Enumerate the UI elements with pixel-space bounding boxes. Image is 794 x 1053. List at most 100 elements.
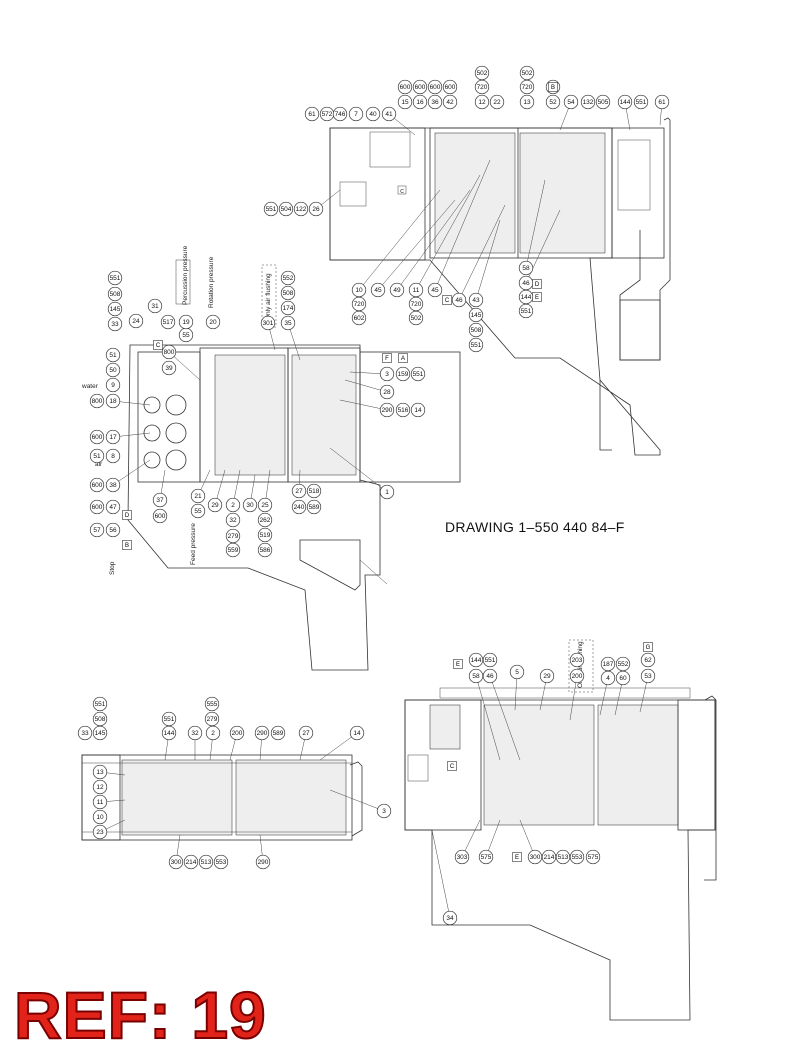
item-balloon-circle — [161, 360, 177, 376]
item-balloon-circle — [77, 725, 93, 741]
item-balloon-circle — [105, 499, 121, 515]
item-balloon: 144 — [518, 289, 534, 305]
leader-line — [344, 379, 388, 393]
item-balloon: 600 — [152, 508, 168, 524]
item-number: 17 — [109, 434, 117, 441]
item-number: 159 — [398, 371, 409, 378]
item-balloon: 39 — [161, 360, 177, 376]
item-number: 144 — [521, 294, 532, 301]
item-balloon-circle — [555, 849, 571, 865]
item-balloon-circle — [152, 508, 168, 524]
item-balloon: 58 — [468, 668, 484, 684]
item-number: 4 — [606, 675, 610, 682]
item-number: 36 — [431, 99, 439, 106]
item-number: 552 — [283, 275, 294, 282]
item-balloon-circle — [518, 303, 534, 319]
bottom-right-view — [404, 639, 717, 1021]
item-balloon: 3 — [376, 803, 392, 819]
item-balloon: 25 — [257, 497, 273, 513]
top-right-hydraulic-block — [434, 132, 516, 254]
item-balloon: 12 — [474, 94, 490, 110]
item-balloon-circle — [280, 300, 296, 316]
item-number: 25 — [261, 502, 269, 509]
item-balloon-circle — [105, 448, 121, 464]
item-balloon-circle — [257, 527, 273, 543]
item-number: 34 — [446, 915, 454, 922]
item-number: 589 — [309, 504, 320, 511]
item-balloon: 144 — [617, 94, 633, 110]
item-balloon: 517 — [160, 314, 176, 330]
item-balloon-circle — [569, 668, 585, 684]
item-balloon: 2 — [205, 725, 221, 741]
item-number: 290 — [257, 730, 268, 737]
air-label: air — [95, 461, 103, 468]
item-balloon-circle — [332, 106, 348, 122]
item-number: 61 — [308, 111, 316, 118]
view-letter-box — [447, 761, 457, 771]
item-number: 552 — [618, 661, 629, 668]
item-balloon: 508 — [468, 322, 484, 338]
item-number: 45 — [374, 287, 382, 294]
item-balloon: 600 — [89, 499, 105, 515]
item-number: 39 — [165, 365, 173, 372]
item-balloon: 290 — [254, 725, 270, 741]
item-balloon: 720 — [519, 79, 535, 95]
item-balloon-circle — [293, 201, 309, 217]
item-balloon-circle — [545, 94, 561, 110]
item-balloon-circle — [615, 656, 631, 672]
item-balloon: 145 — [92, 725, 108, 741]
item-balloon-circle — [92, 809, 108, 825]
item-balloon: 43 — [468, 292, 484, 308]
item-balloon: 262 — [257, 512, 273, 528]
item-number: 21 — [194, 493, 202, 500]
leader-line — [569, 675, 578, 721]
item-number: 800 — [164, 349, 175, 356]
item-balloon-circle — [442, 910, 458, 926]
item-number: 600 — [92, 504, 103, 511]
item-number: 240 — [294, 504, 305, 511]
item-balloon: 551 — [633, 94, 649, 110]
item-balloon: 279 — [225, 528, 241, 544]
item-balloon-circle — [225, 542, 241, 558]
item-number: 58 — [472, 673, 480, 680]
item-balloon: 551 — [263, 201, 279, 217]
item-balloon: 9 — [105, 377, 121, 393]
item-number: 35 — [284, 320, 292, 327]
view-letter-box — [122, 540, 132, 550]
item-balloon: 508 — [107, 286, 123, 302]
item-number: 600 — [400, 84, 411, 91]
item-balloon: 159 — [395, 366, 411, 382]
item-balloon: 214 — [541, 849, 557, 865]
item-balloon-circle — [205, 725, 221, 741]
svg-text:C: C — [400, 189, 404, 195]
item-number: 145 — [471, 312, 482, 319]
item-balloon-circle — [280, 270, 296, 286]
item-balloon: 7 — [348, 106, 364, 122]
item-balloon: 553 — [213, 854, 229, 870]
item-balloon: 56 — [105, 522, 121, 538]
item-number: 10 — [355, 287, 363, 294]
item-balloon: 187 — [600, 656, 616, 672]
item-number: 600 — [430, 84, 441, 91]
item-number: 2 — [231, 502, 235, 509]
item-balloon-circle — [376, 803, 392, 819]
view-letter: E — [535, 295, 539, 301]
item-number: 13 — [96, 769, 104, 776]
item-balloon-circle — [615, 670, 631, 686]
item-number: 53 — [644, 673, 652, 680]
item-balloon-circle — [379, 384, 395, 400]
item-balloon: 27 — [291, 483, 307, 499]
item-balloon-circle — [482, 652, 498, 668]
item-balloon: 279 — [204, 711, 220, 727]
item-balloon-circle — [412, 79, 428, 95]
item-balloon-circle — [263, 201, 279, 217]
item-balloon-circle — [482, 668, 498, 684]
item-balloon: 31 — [147, 298, 163, 314]
item-number: 214 — [544, 854, 555, 861]
item-balloon: 12 — [92, 779, 108, 795]
top-right-valve-block — [519, 132, 606, 254]
item-number: 13 — [523, 99, 531, 106]
item-balloon-circle — [454, 849, 470, 865]
item-balloon: 551 — [518, 303, 534, 319]
